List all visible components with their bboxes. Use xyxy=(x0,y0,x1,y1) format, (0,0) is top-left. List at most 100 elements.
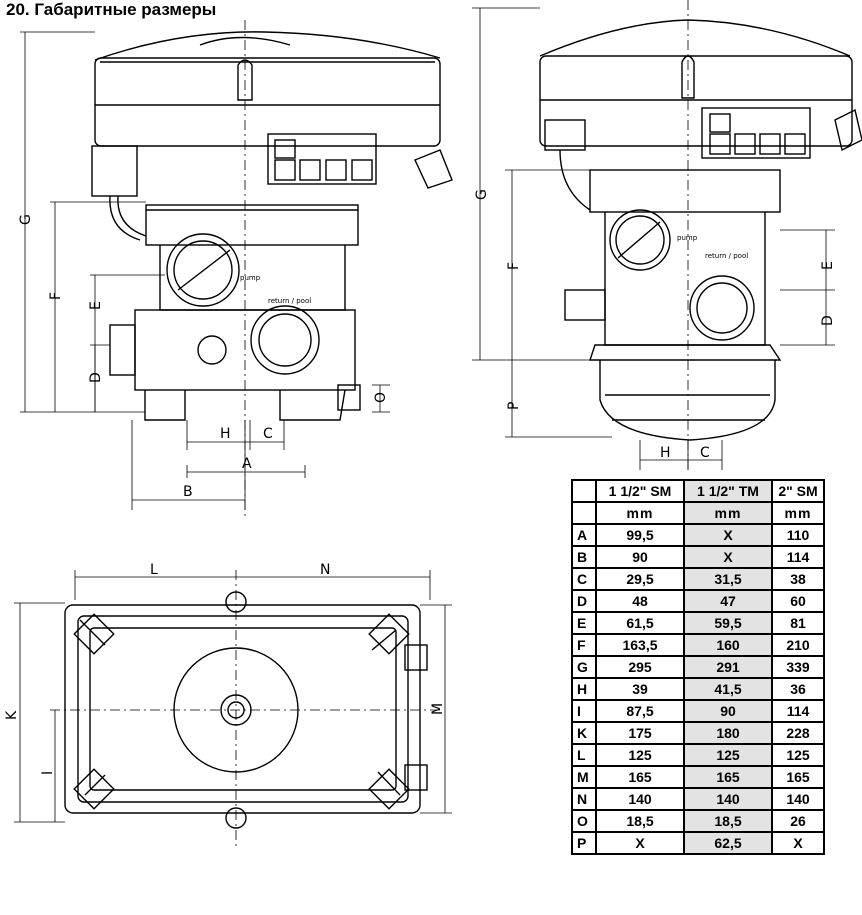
label-pump: pump xyxy=(240,274,261,282)
value-cell: 81 xyxy=(771,611,825,635)
dim-label-C: C xyxy=(263,426,273,442)
value-cell: 165 xyxy=(595,765,685,789)
dim-label-F: F xyxy=(48,292,64,300)
dim-label-D-right: D xyxy=(820,315,836,326)
row-key-cell: M xyxy=(571,765,597,789)
value-cell: 140 xyxy=(595,787,685,811)
value-cell: 295 xyxy=(595,655,685,679)
dim-label-B: B xyxy=(183,484,193,500)
dim-label-P-right: P xyxy=(506,402,522,410)
row-key-cell: G xyxy=(571,655,597,679)
value-cell: 36 xyxy=(771,677,825,701)
units-cell: mm xyxy=(771,501,825,525)
value-cell: 29,5 xyxy=(595,567,685,591)
dim-label-F-right: F xyxy=(506,262,522,270)
value-cell: 210 xyxy=(771,633,825,657)
row-key-cell: B xyxy=(571,545,597,569)
dim-label-A: A xyxy=(242,456,252,472)
header-cell-1-1-2-tm: 1 1/2" TM xyxy=(683,479,773,503)
value-cell: 125 xyxy=(771,743,825,767)
pump-port-circle xyxy=(166,233,240,307)
value-cell: 62,5 xyxy=(683,831,773,855)
value-cell: 47 xyxy=(683,589,773,613)
row-key-cell: P xyxy=(571,831,597,855)
cover-box-right xyxy=(539,55,853,147)
value-cell: 291 xyxy=(683,655,773,679)
dim-label-G: G xyxy=(18,214,34,225)
page-title: 20. Габаритные размеры xyxy=(6,0,217,19)
value-cell: 90 xyxy=(595,545,685,569)
row-key-cell: N xyxy=(571,787,597,811)
dim-label-M: M xyxy=(430,703,446,715)
value-cell: 110 xyxy=(771,523,825,547)
value-cell: X xyxy=(683,523,773,547)
cover-top xyxy=(94,31,441,61)
table-header-row: 1 1/2" SM 1 1/2" TM 2" SM xyxy=(571,479,825,503)
row-key-cell: D xyxy=(571,589,597,613)
value-cell: 39 xyxy=(595,677,685,701)
dim-label-C-right: C xyxy=(700,445,710,461)
top-view-outline xyxy=(64,604,421,814)
dim-label-N: N xyxy=(320,562,330,578)
dim-label-K: K xyxy=(4,710,20,720)
value-cell: 228 xyxy=(771,721,825,745)
cover-box xyxy=(94,57,441,147)
header-cell-1-1-2-sm: 1 1/2" SM xyxy=(595,479,685,503)
row-key-cell: C xyxy=(571,567,597,591)
dim-label-G-right: G xyxy=(474,189,490,200)
value-cell: 140 xyxy=(771,787,825,811)
value-cell: X xyxy=(595,831,685,855)
value-cell: X xyxy=(683,545,773,569)
value-cell: 140 xyxy=(683,787,773,811)
label-return-pool: return / pool xyxy=(268,297,311,305)
table-units-row: mm mm mm xyxy=(571,501,825,525)
dim-label-E: E xyxy=(88,301,104,310)
value-cell: 114 xyxy=(771,699,825,723)
label-pump-right: pump xyxy=(677,234,698,242)
label-return-pool-right: return / pool xyxy=(705,252,748,260)
value-cell: 60 xyxy=(771,589,825,613)
value-cell: 99,5 xyxy=(595,523,685,547)
value-cell: 48 xyxy=(595,589,685,613)
row-key-cell: A xyxy=(571,523,597,547)
value-cell: 163,5 xyxy=(595,633,685,657)
row-key-cell: I xyxy=(571,699,597,723)
value-cell: 165 xyxy=(683,765,773,789)
dim-label-O: O xyxy=(373,392,389,403)
value-cell: 90 xyxy=(683,699,773,723)
row-key-cell: O xyxy=(571,809,597,833)
dim-label-H: H xyxy=(220,426,231,442)
value-cell: 175 xyxy=(595,721,685,745)
value-cell: 180 xyxy=(683,721,773,745)
dim-label-L: L xyxy=(150,562,158,578)
dim-label-H-right: H xyxy=(660,445,671,461)
row-key-cell: F xyxy=(571,633,597,657)
value-cell: 61,5 xyxy=(595,611,685,635)
value-cell: 160 xyxy=(683,633,773,657)
value-cell: 59,5 xyxy=(683,611,773,635)
units-cell: mm xyxy=(595,501,685,525)
dim-label-D: D xyxy=(88,372,104,383)
value-cell: 125 xyxy=(595,743,685,767)
row-key-cell: H xyxy=(571,677,597,701)
dim-label-E-right: E xyxy=(820,261,836,270)
header-cell-2-sm: 2" SM xyxy=(771,479,825,503)
units-cell: mm xyxy=(683,501,773,525)
value-cell: 114 xyxy=(771,545,825,569)
value-cell: 125 xyxy=(683,743,773,767)
